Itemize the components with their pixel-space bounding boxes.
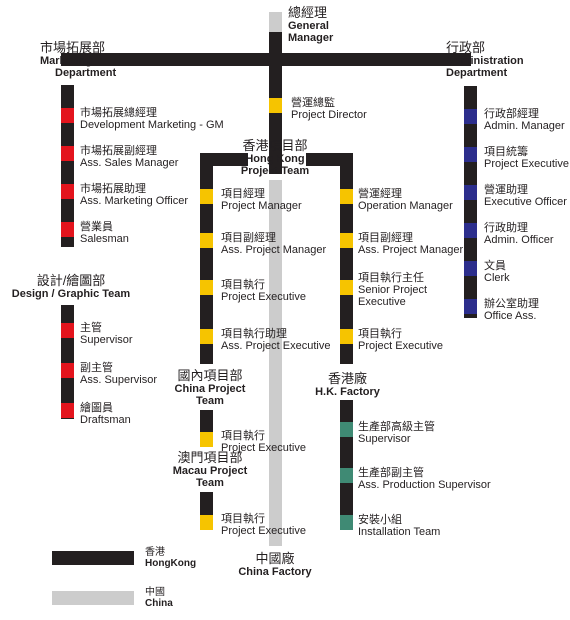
marketing-role-marker [61,184,74,199]
china-project-role-marker [200,432,213,447]
macau-project-role-marker [200,515,213,530]
admin-role-marker [464,261,477,276]
hk-team-left-line [200,153,213,364]
hk-factory-label: 香港廠 H.K. Factory [315,371,380,399]
top-horizontal-line [61,53,471,66]
design-team-label: 設計/繪圖部 Design / Graphic Team [11,273,131,301]
macau-project-team-label: 澳門項目部 Macau Project Team [172,450,248,490]
admin-role-marker [464,147,477,162]
hk-factory-role-marker [340,515,353,530]
hk-right-role-marker [340,280,353,295]
design-role-marker [61,403,74,418]
admin-role-marker [464,223,477,238]
marketing-role-marker [61,108,74,123]
project-director-label: 營運總監 Project Director [291,97,367,121]
marketing-department-label: 市場拓展部 Marketing Department [40,40,117,80]
hk-team-right-line [340,153,353,364]
marketing-role-marker [61,222,74,237]
hk-project-team-label: 香港項目部 Hong Kong Project Team [240,138,310,178]
hk-right-role-marker [340,233,353,248]
marketing-role-marker [61,146,74,161]
admin-department-label: 行政部 Administration Department [446,40,524,80]
gm-label: 總經理 General Manager [288,5,334,45]
design-role-marker [61,363,74,378]
china-factory-label: 中國廠 China Factory [238,551,312,579]
hk-left-role-marker [200,280,213,295]
china-factory-line [269,180,282,546]
hk-right-role-marker [340,329,353,344]
hk-factory-role-marker [340,422,353,437]
marketing-line [61,85,74,247]
admin-role-marker [464,109,477,124]
admin-role-marker [464,299,477,314]
legend-swatch-hongkong [52,551,134,565]
legend-swatch-china [52,591,134,605]
hk-factory-line [340,400,353,530]
hk-left-role-marker [200,329,213,344]
admin-role-marker [464,185,477,200]
hk-right-role-marker [340,189,353,204]
hk-left-role-marker [200,189,213,204]
admin-line [464,86,477,318]
design-role-marker [61,323,74,338]
china-vertical-line [269,12,282,32]
hk-left-role-marker [200,233,213,248]
project-director-marker [269,98,282,113]
hk-factory-role-marker [340,468,353,483]
china-project-team-label: 國內項目部 China Project Team [174,368,246,408]
